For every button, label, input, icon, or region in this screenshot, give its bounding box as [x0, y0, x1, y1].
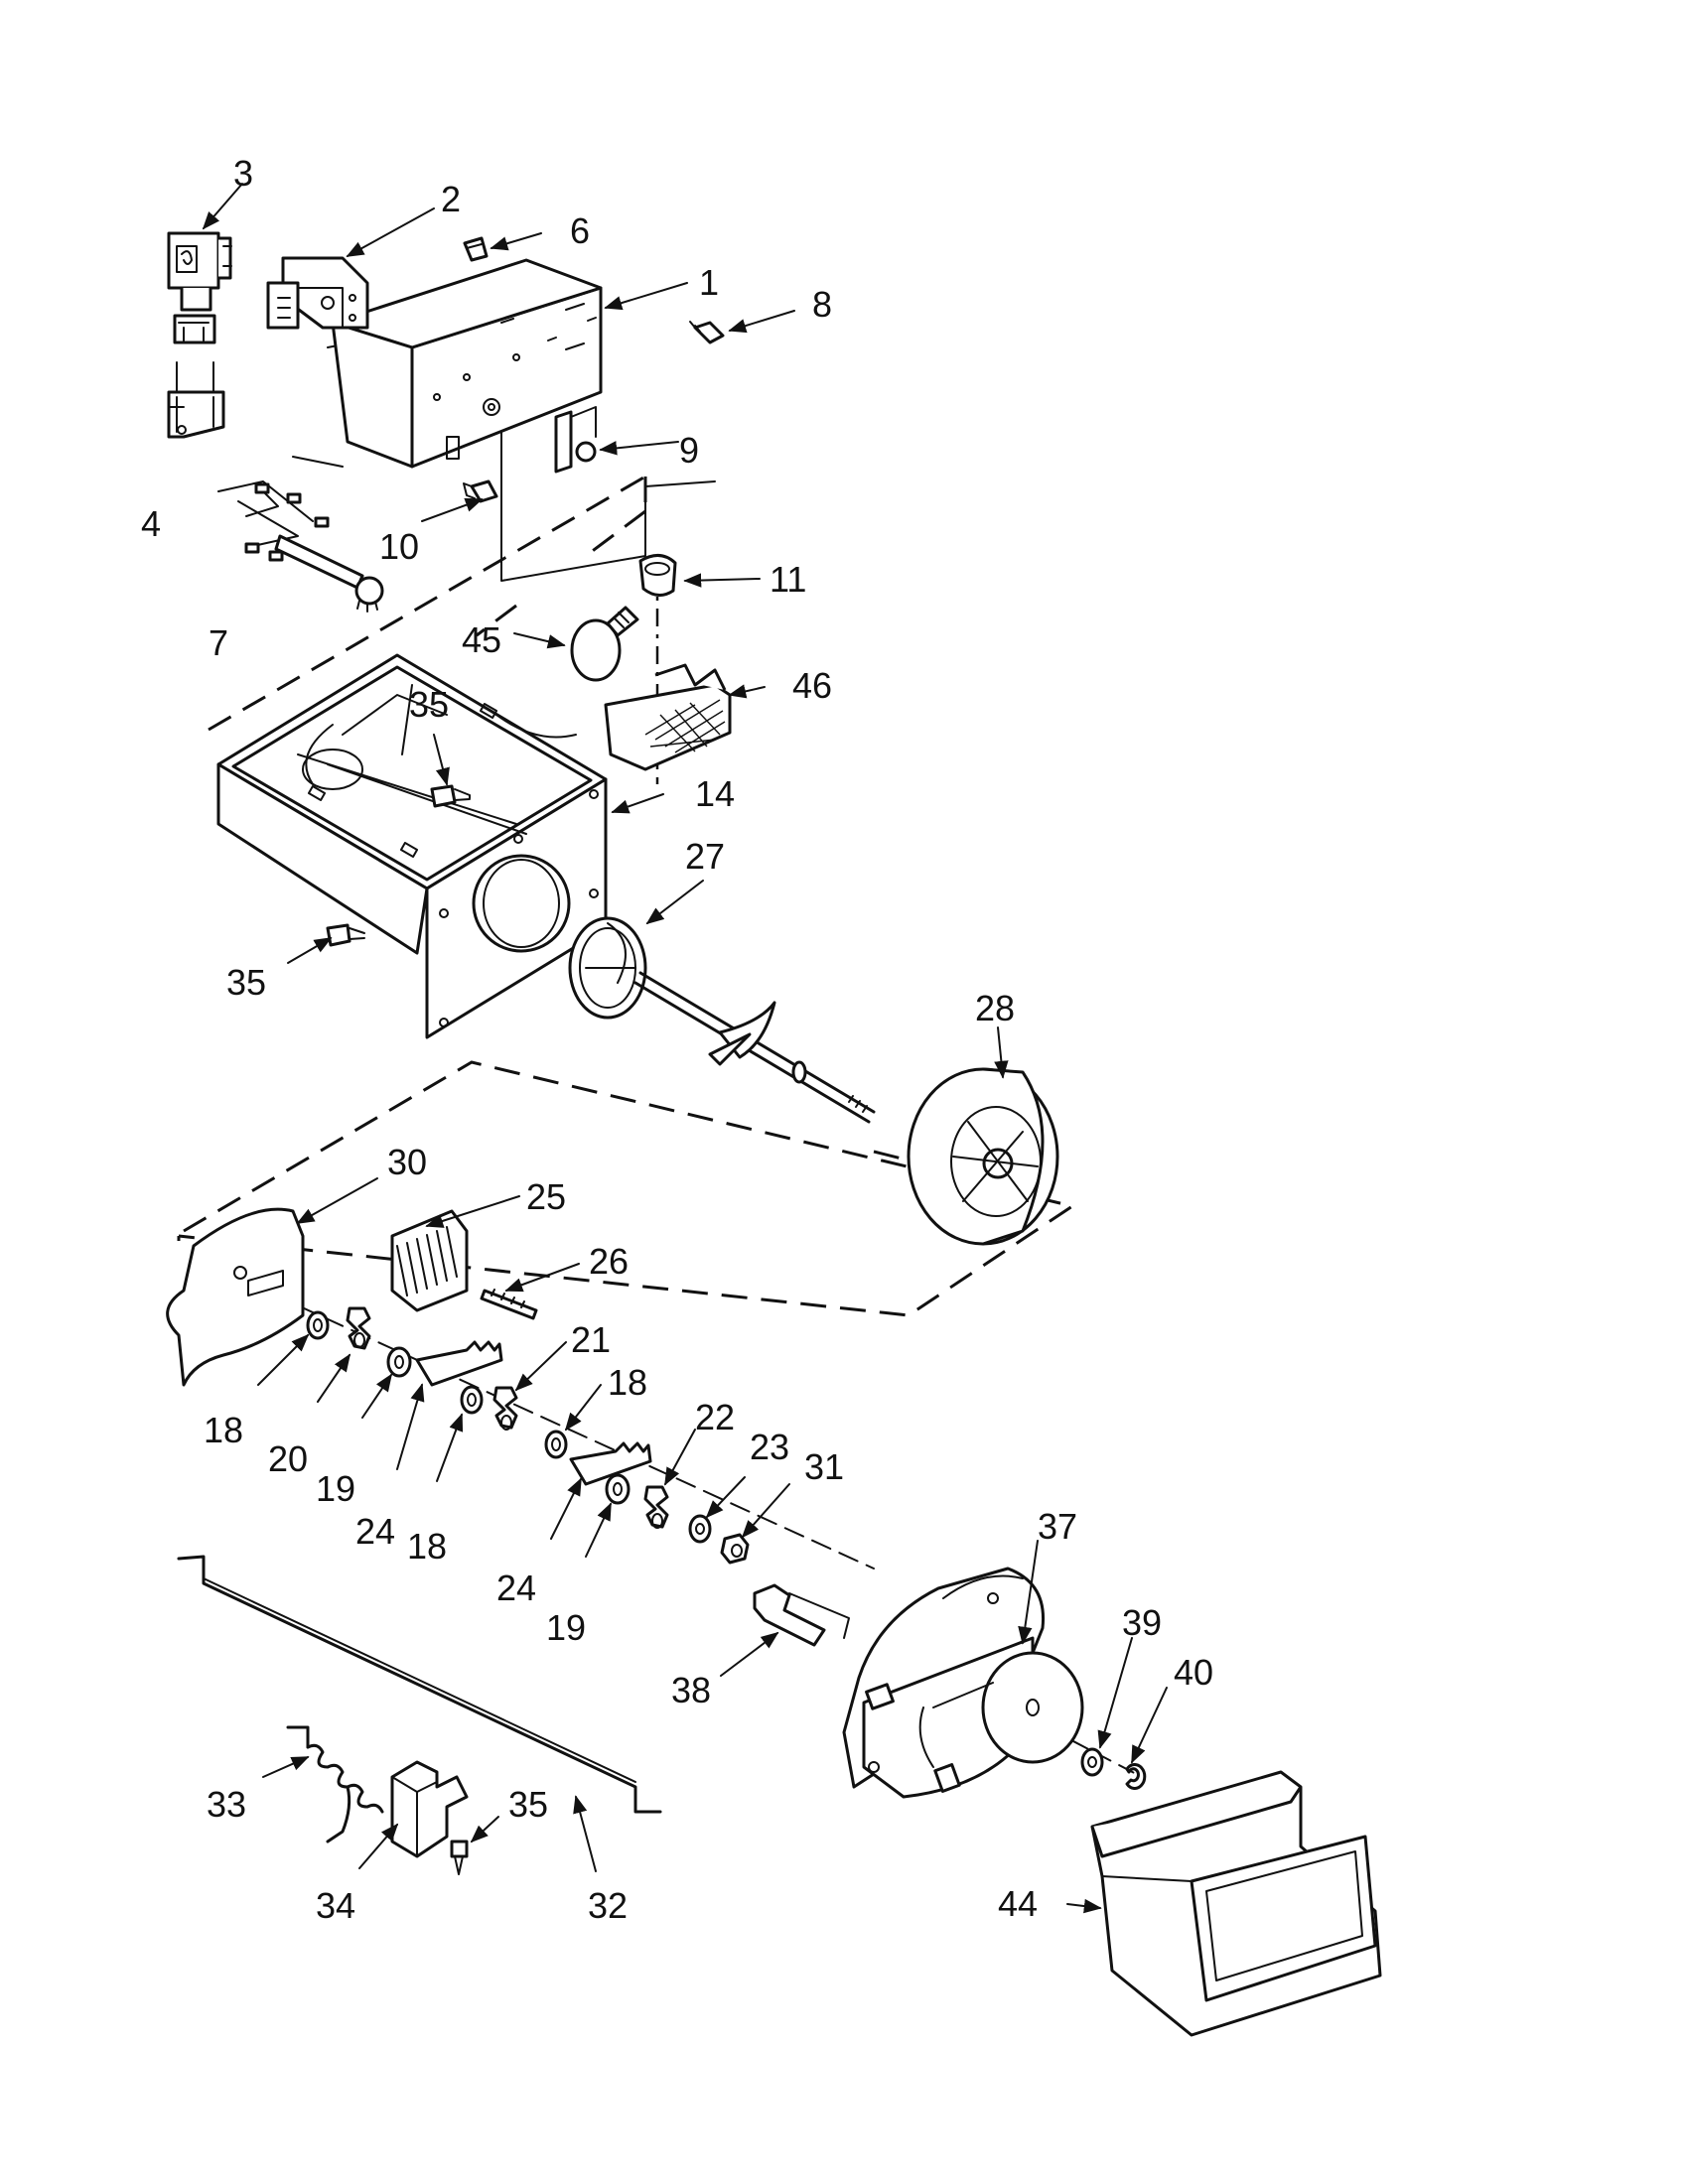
gear-plate-part-30 — [166, 1207, 305, 1387]
guide-part-34 — [390, 1760, 469, 1858]
bracket-part-9 — [554, 406, 597, 474]
crusher-block-part-25 — [390, 1209, 469, 1312]
bushing-part-18-a — [306, 1310, 330, 1340]
callout-39: 39 — [1122, 1602, 1162, 1643]
callout-21: 21 — [571, 1319, 611, 1360]
callout-18-b: 18 — [204, 1410, 243, 1450]
callout-11: 11 — [770, 559, 806, 600]
screw-part-35-bottom — [450, 1840, 469, 1875]
nut-part-31 — [720, 1533, 750, 1565]
transformer-part-2 — [266, 256, 369, 330]
callout-40: 40 — [1174, 1652, 1213, 1693]
spring-part-33 — [286, 1725, 384, 1843]
callout-1: 1 — [699, 262, 719, 303]
callout-23: 23 — [750, 1427, 789, 1467]
callout-32: 32 — [588, 1885, 628, 1926]
callout-6: 6 — [570, 210, 590, 251]
screw-part-10 — [463, 479, 498, 503]
spacer-part-20 — [346, 1306, 371, 1350]
motor-cover-part-44 — [1090, 1770, 1382, 2037]
callout-30: 30 — [387, 1142, 427, 1182]
bushing-part-18-c — [544, 1430, 568, 1459]
callout-20: 20 — [268, 1438, 308, 1479]
callout-8: 8 — [812, 284, 832, 325]
callout-44: 44 — [998, 1883, 1038, 1924]
drive-motor-part-37 — [842, 1567, 1084, 1799]
callout-45: 45 — [462, 619, 501, 660]
callout-26: 26 — [589, 1241, 629, 1282]
blade-part-24-b — [569, 1441, 652, 1486]
callout-24-b: 24 — [496, 1568, 536, 1608]
clip-part-40 — [1125, 1763, 1147, 1790]
callout-35-a: 35 — [409, 684, 449, 725]
callout-31: 31 — [804, 1446, 844, 1487]
callout-labels: 3 2 6 1 8 9 4 10 11 45 7 46 35 14 27 35 … — [141, 153, 1213, 1926]
callout-37: 37 — [1038, 1506, 1077, 1547]
solenoid-part-3 — [167, 231, 232, 344]
harness-part-7 — [217, 480, 384, 613]
callout-9: 9 — [679, 430, 699, 471]
auger-housing-part-14 — [216, 653, 608, 1039]
callout-7: 7 — [209, 622, 228, 663]
clip-part-6 — [463, 236, 489, 262]
blade-part-24-a — [415, 1340, 503, 1387]
callout-33: 33 — [207, 1784, 246, 1825]
callout-25: 25 — [526, 1176, 566, 1217]
callout-46: 46 — [792, 665, 832, 706]
washer-part-19-b — [605, 1473, 631, 1505]
bracket-part-4 — [167, 361, 225, 439]
callout-10: 10 — [379, 526, 419, 567]
shaft-part-26 — [480, 1289, 538, 1320]
callout-38: 38 — [671, 1670, 711, 1710]
washer-part-19-a — [386, 1346, 412, 1378]
callout-27: 27 — [685, 836, 725, 877]
rod-part-32 — [177, 1555, 662, 1814]
callout-3: 3 — [233, 153, 253, 194]
bushing-part-18-b — [460, 1385, 484, 1415]
callout-18-a: 18 — [608, 1362, 647, 1403]
spacer-part-22 — [643, 1485, 669, 1529]
callout-34: 34 — [316, 1885, 355, 1926]
screw-part-35-inside — [430, 784, 471, 808]
washer-part-39 — [1080, 1747, 1104, 1777]
coupling-part-38 — [753, 1583, 850, 1647]
callout-22: 22 — [695, 1397, 735, 1437]
auger-shaft-part-28 — [633, 971, 1059, 1246]
screw-part-35-left — [326, 923, 365, 947]
spacer-part-21 — [492, 1386, 518, 1431]
callout-28: 28 — [975, 988, 1015, 1028]
callout-24-a: 24 — [355, 1511, 395, 1552]
washer-part-23 — [688, 1514, 712, 1544]
callout-35-c: 35 — [508, 1784, 548, 1825]
lamp-socket-part-11 — [638, 554, 677, 597]
callout-18-c: 18 — [407, 1526, 447, 1567]
light-shield-part-46 — [604, 663, 732, 771]
callout-2: 2 — [441, 179, 461, 219]
callout-19-a: 19 — [316, 1468, 355, 1509]
callout-35-b: 35 — [226, 962, 266, 1003]
auger-end-part-27 — [568, 916, 647, 1020]
callout-19-b: 19 — [546, 1607, 586, 1648]
light-bulb-part-45 — [570, 606, 639, 682]
leader-arrows — [202, 183, 1168, 1914]
callout-14: 14 — [695, 773, 735, 814]
screw-part-8 — [689, 321, 725, 344]
callout-4: 4 — [141, 503, 161, 544]
control-housing-part-1 — [331, 258, 603, 469]
